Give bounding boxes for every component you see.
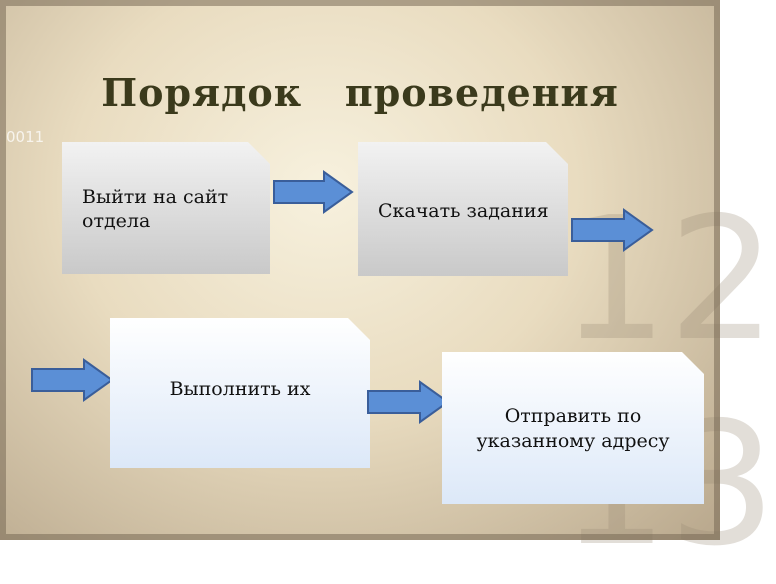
step-card-send-results: Отправить по указанному адресу bbox=[442, 352, 704, 504]
arrow-right-icon bbox=[571, 208, 654, 252]
arrow-right-icon bbox=[273, 170, 354, 214]
step-card-complete-tasks: Выполнить их bbox=[110, 318, 370, 468]
step-label: Отправить по указанному адресу bbox=[476, 405, 670, 452]
background-binary-text: 0011 bbox=[6, 128, 45, 146]
step-label: Выйти на сайт отдела bbox=[82, 186, 229, 232]
arrow-right-icon bbox=[31, 358, 114, 402]
slide-frame bbox=[0, 0, 720, 540]
step-label: Выполнить их bbox=[169, 378, 311, 400]
arrow-right-icon bbox=[367, 380, 450, 424]
step-card-download-tasks: Скачать задания bbox=[358, 142, 568, 276]
step-label: Скачать задания bbox=[378, 200, 549, 222]
slide-title: Порядок проведения bbox=[101, 70, 619, 115]
step-card-visit-site: Выйти на сайт отдела bbox=[62, 142, 270, 274]
